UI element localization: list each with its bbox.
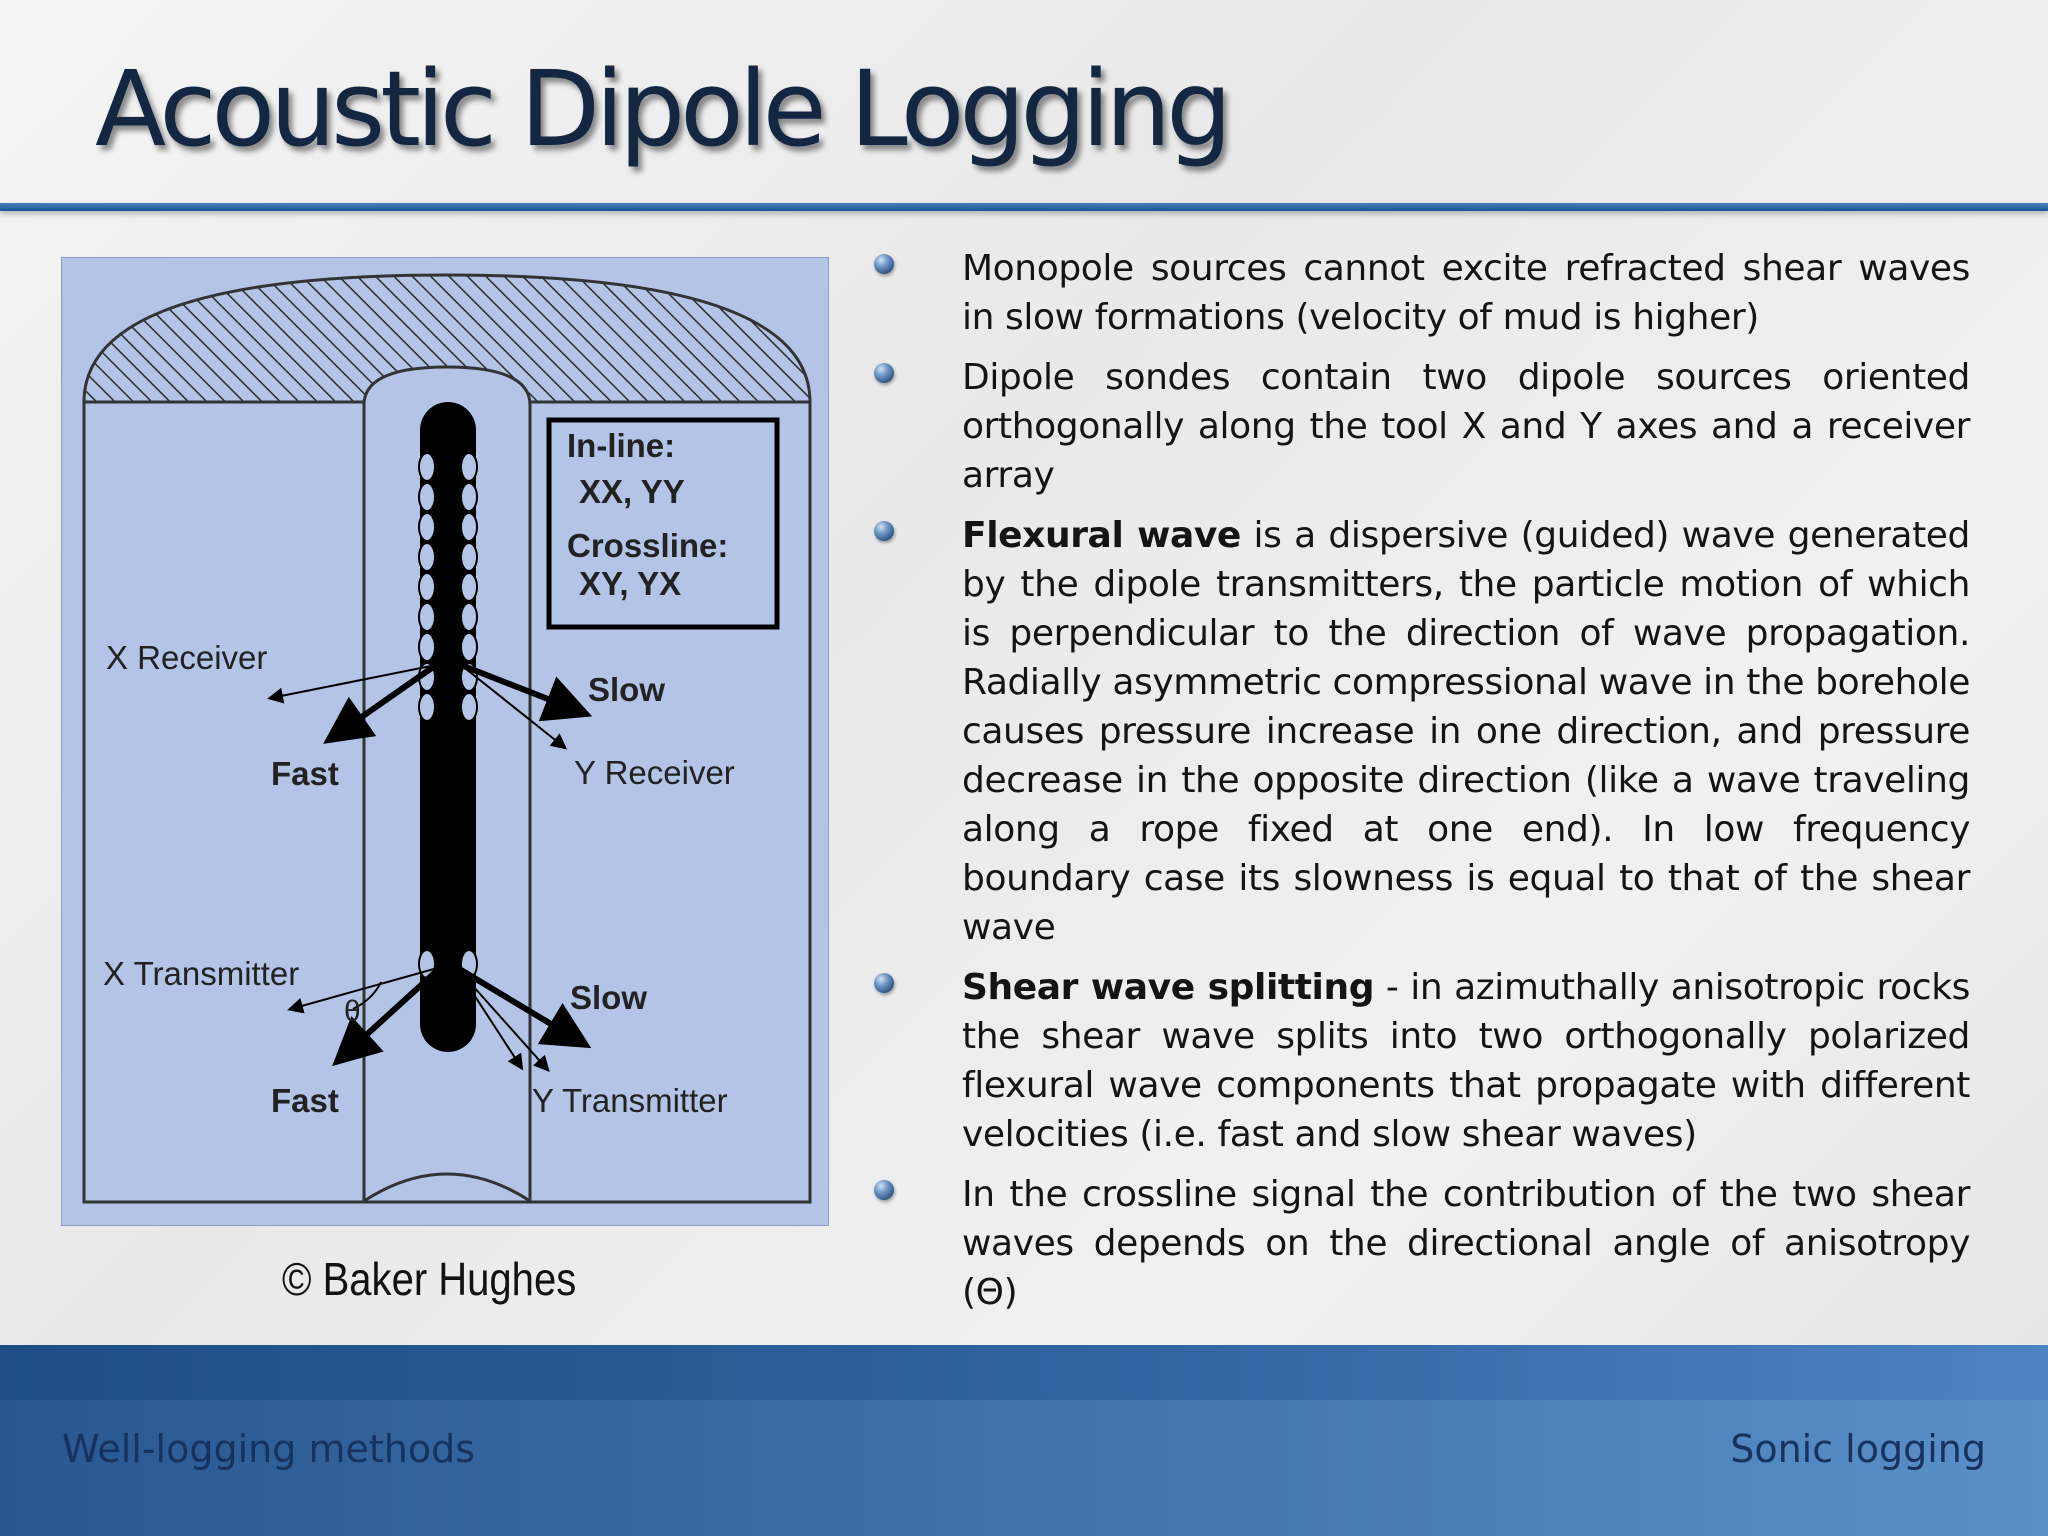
- bullet-bold-term: Flexural wave: [962, 515, 1241, 556]
- bullet-icon: [874, 254, 894, 274]
- x-receiver-label: X Receiver: [106, 639, 267, 676]
- fast-lower-label: Fast: [271, 1082, 339, 1119]
- legend-crossline-value: XY, YX: [579, 565, 681, 602]
- title-divider: [0, 203, 2048, 211]
- y-receiver-label: Y Receiver: [574, 754, 735, 791]
- slow-upper-label: Slow: [588, 671, 665, 708]
- bullet-text: - in azimuthally anisotropic rocks the s…: [962, 967, 1970, 1155]
- dipole-tool-diagram: In-line: XX, YY Crossline: XY, YX X Rece…: [61, 257, 829, 1226]
- slide-title: Acoustic Dipole Logging: [95, 48, 1232, 170]
- legend-box: [546, 417, 780, 630]
- x-transmitter-label: X Transmitter: [103, 955, 299, 992]
- slow-lower-label: Slow: [570, 979, 647, 1016]
- transmitter-rays: [287, 964, 592, 1072]
- bullet-text: In the crossline signal the contribution…: [962, 1174, 1970, 1313]
- bullet-item: Dipole sondes contain two dipole sources…: [862, 353, 1970, 500]
- bullet-bold-term: Shear wave splitting: [962, 967, 1375, 1008]
- footer-band: [0, 1345, 2048, 1400]
- bullet-item: In the crossline signal the contribution…: [862, 1170, 1970, 1317]
- bullet-text: Dipole sondes contain two dipole sources…: [962, 357, 1970, 496]
- y-transmitter-label: Y Transmitter: [532, 1082, 728, 1119]
- legend-inline-value: XX, YY: [579, 473, 685, 510]
- legend-inline-label: In-line:: [567, 427, 675, 464]
- hatched-cap: [82, 273, 812, 404]
- bullet-list: Monopole sources cannot excite refracted…: [862, 244, 1970, 1328]
- bullet-icon: [874, 521, 894, 541]
- bullet-icon: [874, 973, 894, 993]
- slide-footer: Well-logging methods Sonic logging: [0, 1345, 2048, 1536]
- copyright-caption: © Baker Hughes: [282, 1253, 577, 1305]
- receiver-rays: [267, 662, 593, 750]
- bullet-icon: [874, 1180, 894, 1200]
- footer-topic: Sonic logging: [1730, 1427, 1986, 1471]
- bullet-text: Monopole sources cannot excite refracted…: [962, 248, 1970, 338]
- bullet-item: Flexural wave is a dispersive (guided) w…: [862, 511, 1970, 952]
- diagram-svg: In-line: XX, YY Crossline: XY, YX X Rece…: [61, 257, 829, 1226]
- legend-crossline-label: Crossline:: [567, 527, 728, 564]
- receiver-array: [418, 452, 478, 979]
- bullet-item: Monopole sources cannot excite refracted…: [862, 244, 1970, 342]
- theta-label: θ: [344, 995, 361, 1028]
- bullet-icon: [874, 363, 894, 383]
- bullet-item: Shear wave splitting - in azimuthally an…: [862, 963, 1970, 1159]
- footer-course-name: Well-logging methods: [62, 1427, 475, 1471]
- bullet-text: is a dispersive (guided) wave generated …: [962, 515, 1970, 948]
- fast-upper-label: Fast: [271, 755, 339, 792]
